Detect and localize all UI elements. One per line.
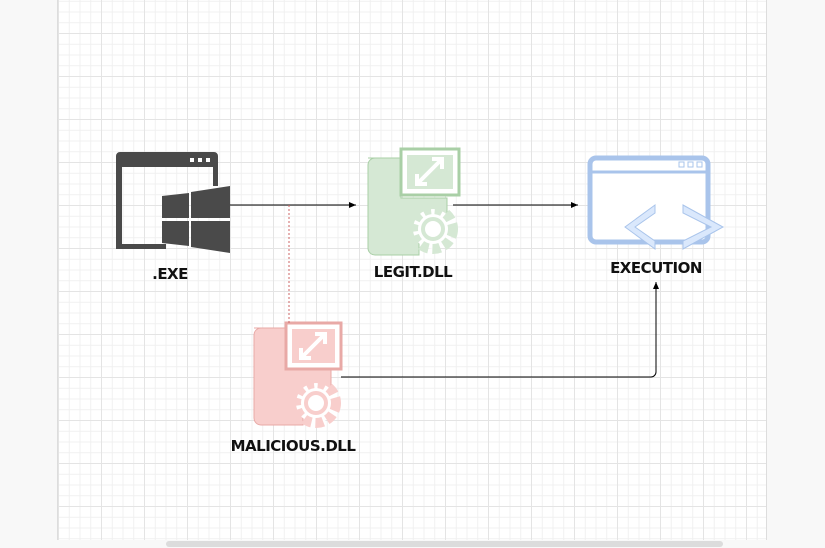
exe-label: .EXE: [152, 265, 188, 283]
malicious-dll-icon[interactable]: [253, 321, 343, 428]
edge-malicious-execution[interactable]: [341, 282, 659, 378]
malicious-dll-label: MALICIOUS.DLL: [230, 437, 356, 455]
legit-dll-label: LEGIT.DLL: [373, 263, 453, 281]
windows-app-icon[interactable]: [116, 152, 230, 253]
diagram-canvas[interactable]: [57, 0, 767, 540]
horizontal-scrollbar[interactable]: [166, 541, 723, 547]
execution-label: EXECUTION: [610, 259, 702, 277]
code-window-icon[interactable]: [587, 155, 725, 250]
legit-dll-icon[interactable]: [367, 147, 461, 256]
